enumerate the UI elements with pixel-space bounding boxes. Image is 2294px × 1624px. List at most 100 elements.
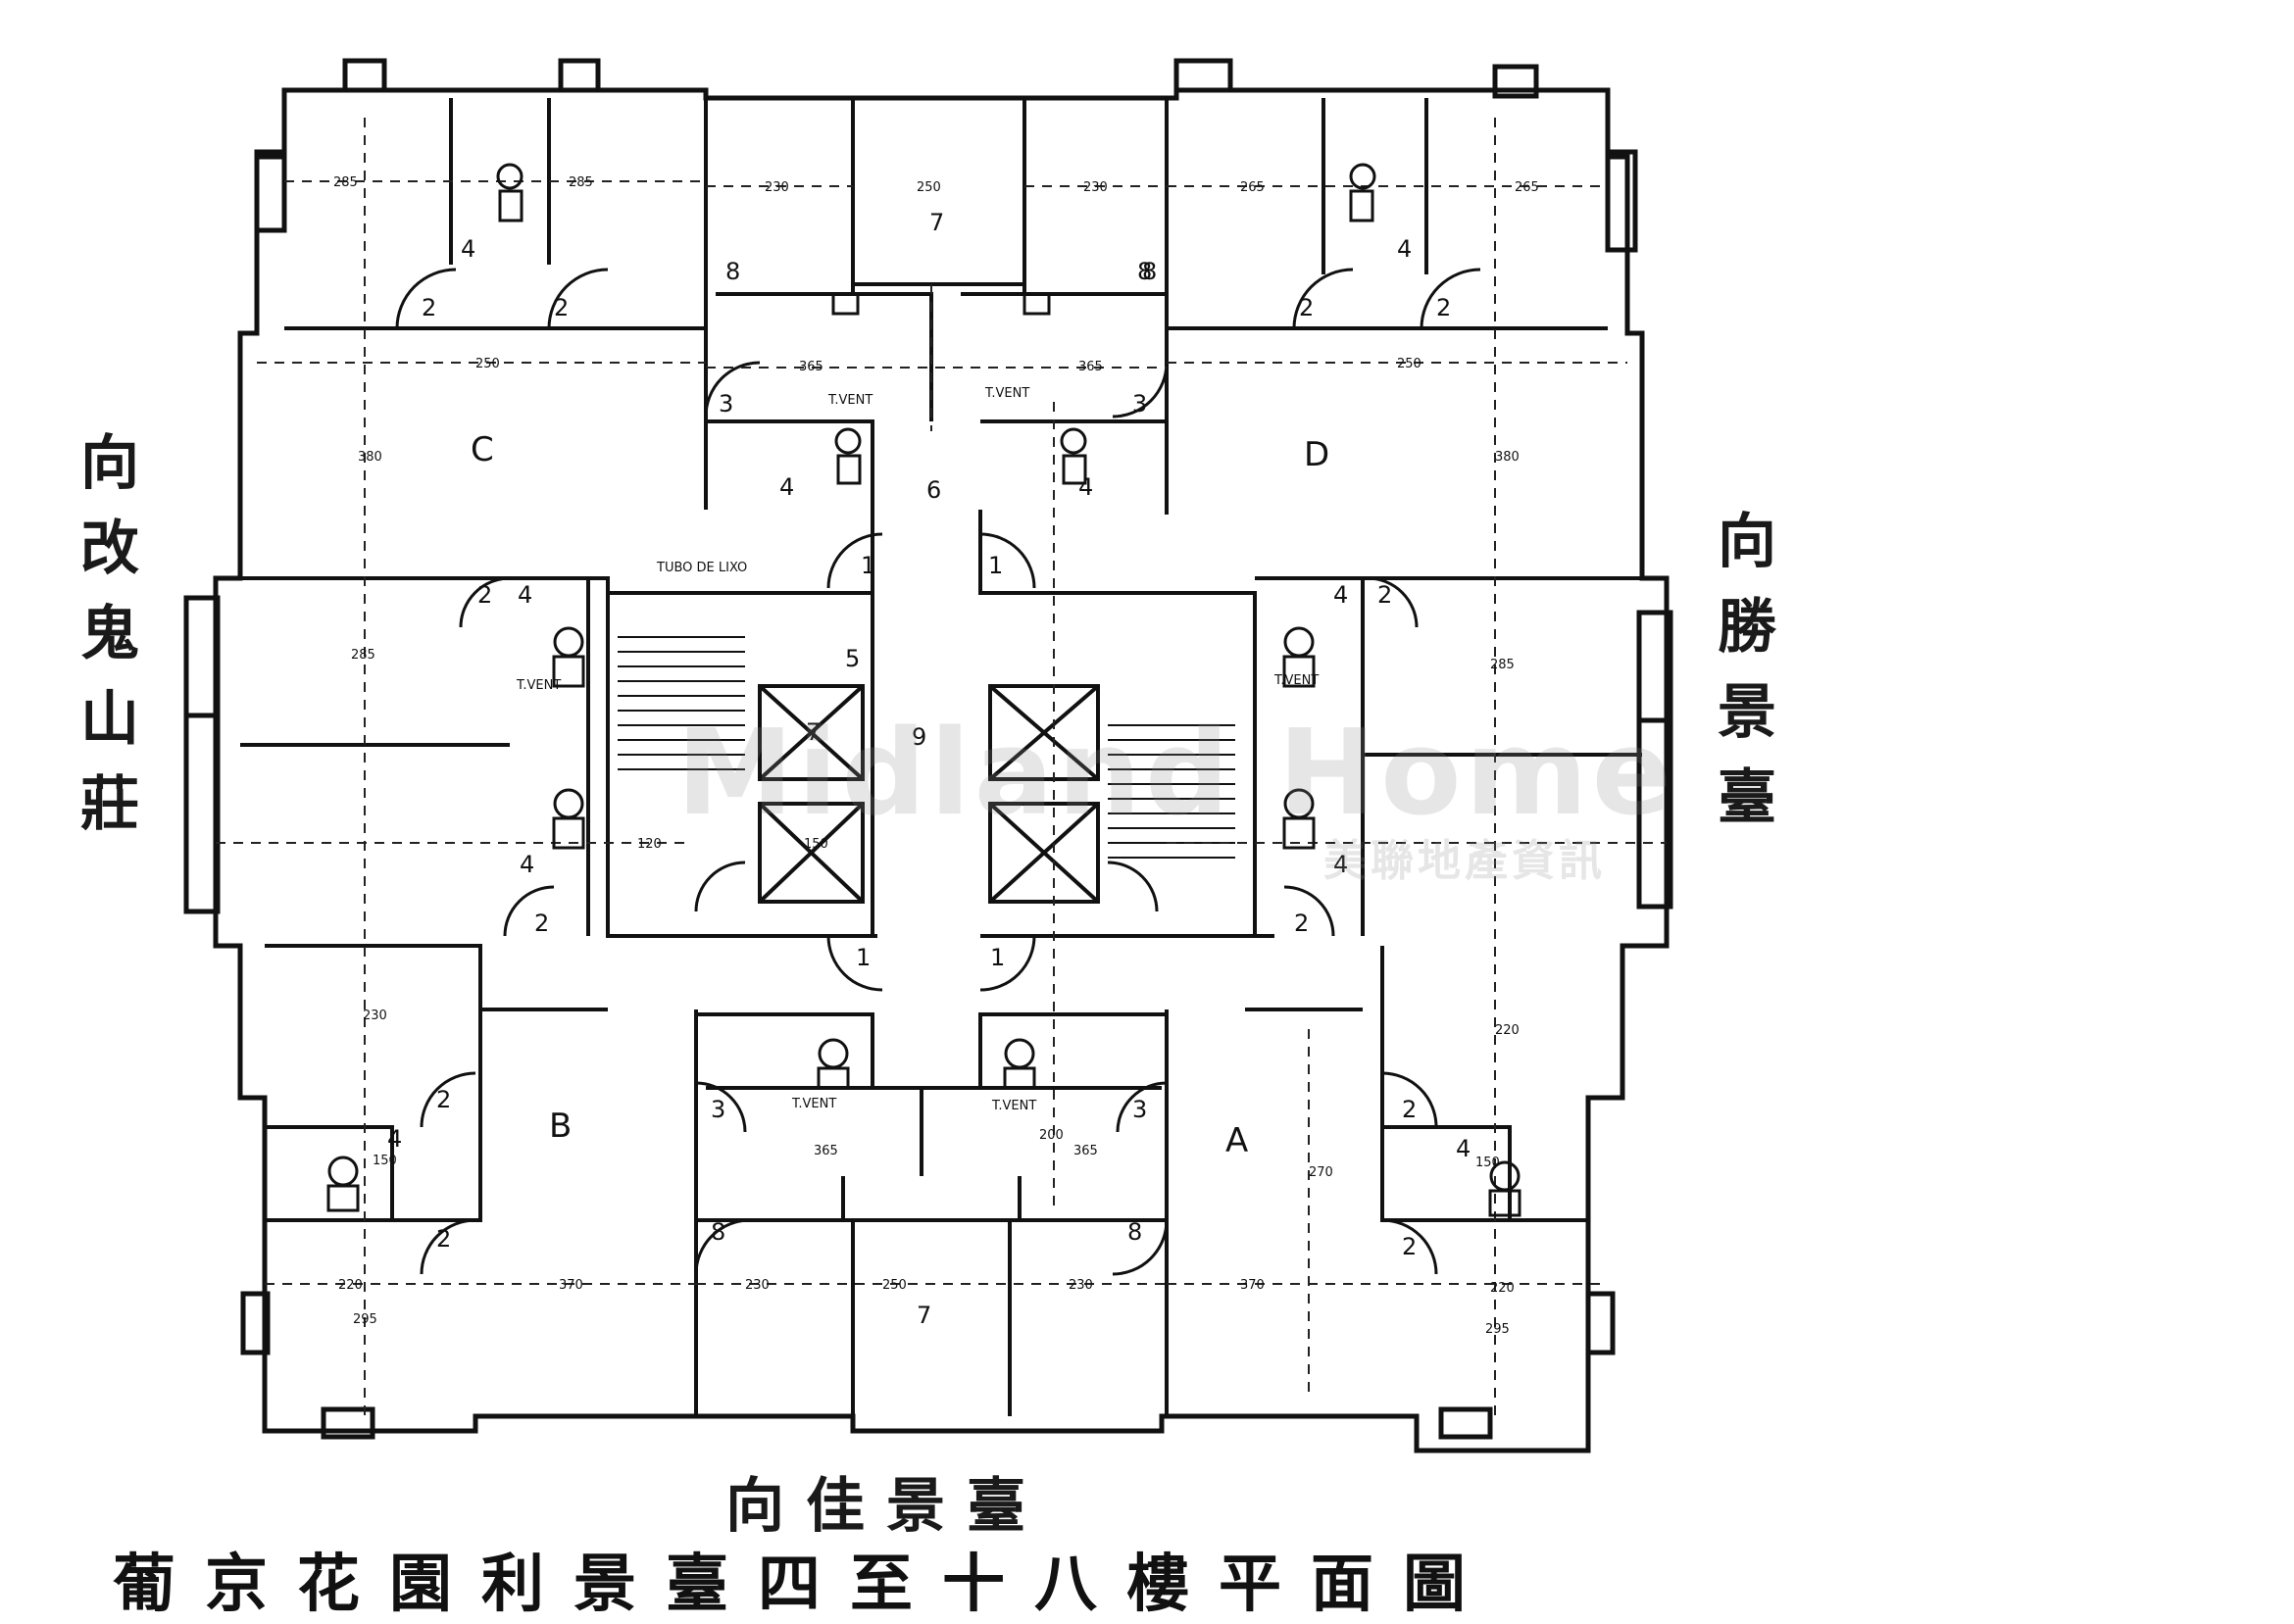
- bottom-direction-label: 向佳景臺: [725, 1472, 1047, 1541]
- room-number: 8: [1142, 258, 1157, 285]
- dimension-label: 370: [1240, 1278, 1265, 1293]
- dimension-label: 285: [1490, 658, 1515, 672]
- dimension-label: 230: [1083, 180, 1108, 195]
- annotations: T.VENT T.VENT T.VENT T.VENT T.VENT T.VEN…: [516, 386, 1319, 1113]
- interior-walls: [240, 98, 1642, 1416]
- vent-label: T.VENT: [516, 678, 561, 693]
- dimension-label: 120: [637, 837, 662, 852]
- room-number: 4: [1078, 473, 1093, 501]
- left-direction-char: 鬼: [80, 600, 139, 668]
- vent-label: T.VENT: [1273, 673, 1319, 688]
- room-number: 2: [554, 294, 569, 321]
- room-number: 4: [1333, 581, 1348, 609]
- right-direction-char: 勝: [1718, 593, 1776, 662]
- dimension-values: 285 285 230 250 230 265 265 250 365 365 …: [333, 175, 1539, 1337]
- room-number: 7: [806, 718, 821, 746]
- garbage-chute-label: TUBO DE LIXO: [656, 561, 747, 575]
- room-number: 3: [1132, 390, 1147, 418]
- vent-label: T.VENT: [791, 1097, 836, 1111]
- dimension-label: 150: [1475, 1156, 1500, 1170]
- room-number: 2: [1294, 910, 1309, 937]
- room-number: 1: [990, 944, 1005, 971]
- dimension-label: 365: [814, 1144, 838, 1158]
- dimension-label: 220: [1495, 1023, 1520, 1038]
- room-number: 9: [912, 723, 926, 751]
- dimension-label: 250: [1397, 357, 1421, 371]
- dimension-lines: [216, 118, 1667, 1416]
- dimension-label: 285: [569, 175, 593, 190]
- room-number: 4: [779, 473, 794, 501]
- room-number: 7: [917, 1302, 931, 1329]
- dimension-label: 295: [353, 1312, 377, 1327]
- room-number: 2: [1402, 1233, 1417, 1260]
- room-number: 1: [861, 552, 875, 579]
- dimension-label: 230: [1069, 1278, 1093, 1293]
- unit-label-d: D: [1304, 435, 1329, 474]
- room-number: 8: [1127, 1218, 1142, 1246]
- left-direction-char: 改: [80, 515, 139, 583]
- room-number: 7: [929, 209, 944, 236]
- room-number: 2: [1402, 1096, 1417, 1123]
- dimension-label: 295: [1485, 1322, 1510, 1337]
- dimension-label: 250: [882, 1278, 907, 1293]
- room-number: 2: [436, 1225, 451, 1253]
- room-number: 5: [845, 645, 860, 672]
- dimension-label: 250: [917, 180, 941, 195]
- left-direction-char: 向: [80, 429, 139, 498]
- dimension-label: 285: [351, 648, 375, 663]
- door-swings: [395, 268, 1481, 1276]
- room-number: 8: [1137, 258, 1152, 285]
- dimension-label: 380: [358, 450, 382, 465]
- unit-labels: C D B A: [471, 430, 1329, 1160]
- dimension-label: 230: [765, 180, 789, 195]
- dimension-label: 150: [373, 1154, 397, 1168]
- dimension-label: 265: [1240, 180, 1265, 195]
- right-direction-char: 景: [1718, 678, 1776, 747]
- room-number: 3: [719, 390, 733, 418]
- dimension-label: 270: [1309, 1165, 1333, 1180]
- room-number: 4: [1333, 851, 1348, 878]
- left-direction-label: 向 改 鬼 山 莊: [71, 421, 149, 848]
- dimension-label: 365: [1073, 1144, 1098, 1158]
- room-number: 8: [725, 258, 740, 285]
- room-number: 2: [436, 1086, 451, 1113]
- dimension-label: 370: [559, 1278, 583, 1293]
- room-number: 4: [1456, 1135, 1471, 1162]
- dimension-label: 365: [799, 360, 823, 374]
- dimension-label: 250: [475, 357, 500, 371]
- unit-label-c: C: [471, 430, 494, 469]
- fixtures: [326, 163, 1521, 1217]
- dimension-label: 285: [333, 175, 358, 190]
- dimension-label: 150: [804, 837, 828, 852]
- room-numbers: 7 4 2 2 8 8 2 2 4 3 3 4 4 6 1 1 2 4 4 2 …: [387, 209, 1471, 1329]
- vent-label: T.VENT: [827, 393, 873, 408]
- dimension-label: 380: [1495, 450, 1520, 465]
- right-direction-char: 臺: [1718, 763, 1776, 832]
- room-number: 2: [1299, 294, 1314, 321]
- left-direction-char: 山: [80, 685, 139, 754]
- plan-title: 葡京花園利景臺四至十八樓平面圖: [113, 1548, 1495, 1621]
- room-number: 4: [1397, 235, 1412, 263]
- room-number: 3: [1132, 1096, 1147, 1123]
- room-number: 2: [422, 294, 436, 321]
- room-number: 4: [518, 581, 532, 609]
- room-number: 1: [988, 552, 1003, 579]
- room-number: 4: [387, 1125, 402, 1153]
- room-number: 2: [477, 581, 492, 609]
- unit-label-b: B: [549, 1107, 572, 1146]
- room-number: 6: [926, 476, 941, 504]
- room-number: 4: [461, 235, 475, 263]
- dimension-label: 220: [338, 1278, 363, 1293]
- right-direction-label: 向 勝 景 臺: [1708, 500, 1786, 841]
- dimension-label: 265: [1515, 180, 1539, 195]
- right-direction-char: 向: [1718, 508, 1776, 576]
- left-direction-char: 莊: [80, 770, 139, 839]
- dimension-label: 230: [745, 1278, 770, 1293]
- room-number: 2: [1377, 581, 1392, 609]
- room-number: 1: [856, 944, 871, 971]
- dimension-label: 220: [1490, 1281, 1515, 1296]
- room-number: 2: [534, 910, 549, 937]
- vent-label: T.VENT: [984, 386, 1029, 401]
- vent-label: T.VENT: [991, 1099, 1036, 1113]
